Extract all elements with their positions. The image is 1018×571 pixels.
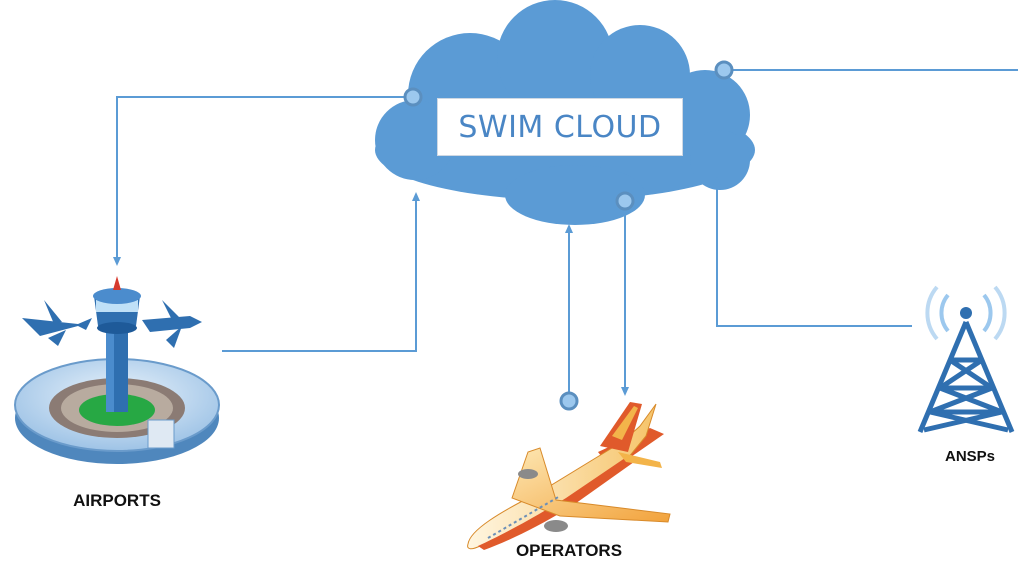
swim-cloud-label-box: SWIM CLOUD	[437, 98, 683, 156]
operators-label: OPERATORS	[515, 541, 623, 560]
airplane-icon	[467, 402, 671, 550]
connector-dot-operators	[559, 391, 579, 411]
connector-dot-right	[714, 60, 734, 80]
connector-dot-airports	[403, 87, 423, 107]
radio-tower-icon	[917, 285, 1015, 433]
airports-to-cloud-line	[222, 192, 420, 352]
airports-label: AIRPORTS	[73, 491, 161, 510]
cloud-to-airports-line	[113, 96, 413, 266]
airport-tower-icon	[14, 276, 220, 464]
ansps-label: ANSPs	[944, 448, 996, 465]
ansps-to-cloud-line	[713, 176, 912, 327]
swim-cloud-title: SWIM CLOUD	[458, 109, 662, 145]
connector-dot-cloud-bottom	[615, 191, 635, 211]
